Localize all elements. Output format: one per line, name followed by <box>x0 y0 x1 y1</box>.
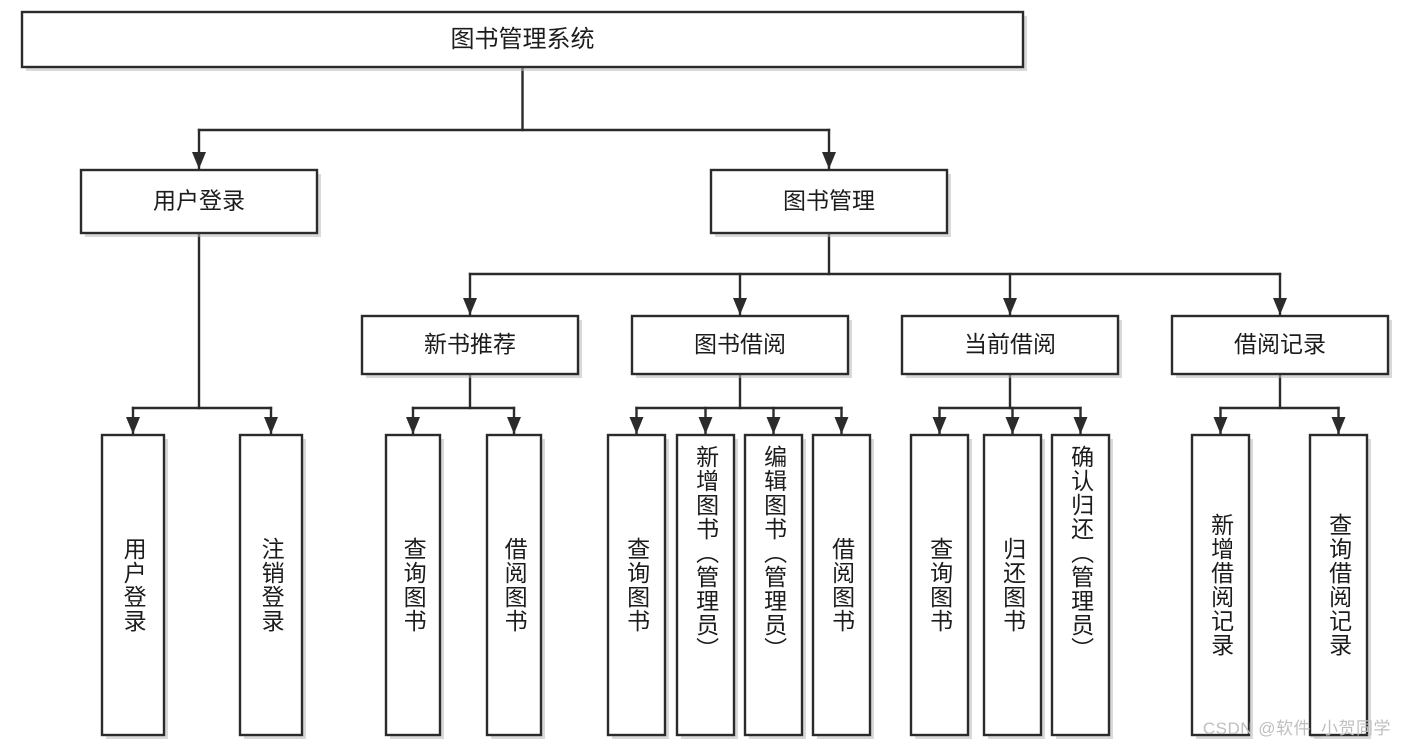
arrow-level2-0 <box>192 152 206 169</box>
node-leaf-box-2[interactable] <box>384 433 442 737</box>
node-leaf-box-4[interactable] <box>606 433 667 737</box>
node-level2-box-0[interactable] <box>79 168 319 235</box>
csdn-watermark: CSDN @软件_小贺同学 <box>1202 719 1391 738</box>
arrow-leaf-9 <box>1005 417 1020 434</box>
arrow-leaf-12 <box>1331 417 1346 434</box>
arrow-level3-0 <box>463 298 477 315</box>
node-level2-label-1: 图书管理 <box>783 188 875 214</box>
arrow-leaf-11 <box>1213 417 1228 434</box>
arrow-leaf-0 <box>126 417 140 434</box>
node-leaf-box-1[interactable] <box>238 433 304 737</box>
node-leaf-box-0[interactable] <box>100 433 166 737</box>
node-root-box[interactable] <box>20 10 1025 69</box>
arrow-level3-1 <box>733 298 747 315</box>
node-leaf-box-12[interactable] <box>1308 433 1369 737</box>
arrow-level3-2 <box>1003 298 1017 315</box>
node-leaf-box-7[interactable] <box>811 433 872 737</box>
arrow-leaf-10 <box>1073 417 1088 434</box>
arrow-leaf-7 <box>834 417 849 434</box>
node-level3-box-0[interactable] <box>360 314 580 376</box>
node-level2-box-1[interactable] <box>709 168 949 235</box>
arrow-leaf-4 <box>629 417 644 434</box>
node-leaf-box-11[interactable] <box>1190 433 1251 737</box>
node-level3-box-2[interactable] <box>900 314 1120 376</box>
node-level3-box-3[interactable] <box>1170 314 1390 376</box>
node-leaf-box-5[interactable] <box>675 433 736 737</box>
arrow-leaf-2 <box>406 417 420 434</box>
node-leaf-box-3[interactable] <box>485 433 543 737</box>
node-level3-label-3: 借阅记录 <box>1234 331 1326 357</box>
arrow-leaf-5 <box>698 417 713 434</box>
node-level3-label-1: 图书借阅 <box>694 331 786 357</box>
node-leaf-box-8[interactable] <box>909 433 970 737</box>
arrow-level2-1 <box>822 152 836 169</box>
node-leaf-box-9[interactable] <box>982 433 1043 737</box>
node-leaf-box-6[interactable] <box>743 433 804 737</box>
arrow-level3-3 <box>1273 298 1287 315</box>
arrow-leaf-6 <box>766 417 781 434</box>
connectors-layer <box>126 65 1346 435</box>
arrow-leaf-8 <box>932 417 947 434</box>
node-level2-label-0: 用户登录 <box>153 188 245 214</box>
node-level3-label-2: 当前借阅 <box>964 331 1056 357</box>
node-level3-label-0: 新书推荐 <box>424 331 516 357</box>
node-leaf-box-10[interactable] <box>1050 433 1111 737</box>
arrow-leaf-1 <box>264 417 278 434</box>
arrow-leaf-3 <box>507 417 521 434</box>
node-level3-box-1[interactable] <box>630 314 850 376</box>
boxes-layer <box>20 10 1392 739</box>
node-root-label: 图书管理系统 <box>451 26 595 53</box>
